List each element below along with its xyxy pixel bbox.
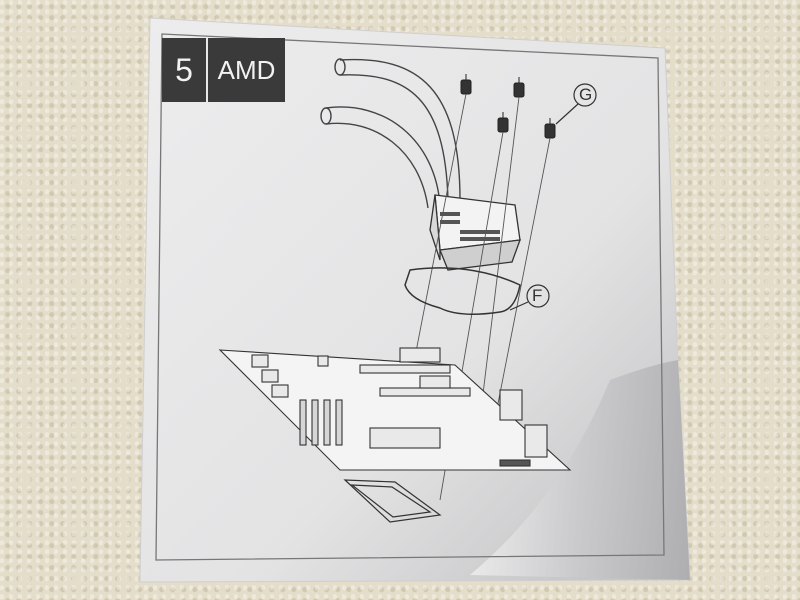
radiator-tubes bbox=[320, 58, 461, 209]
mounting-bracket bbox=[404, 267, 521, 315]
backplate bbox=[343, 479, 442, 523]
step-label-box: 5 AMD bbox=[162, 38, 285, 102]
step-title: AMD bbox=[208, 38, 285, 102]
step-number: 5 bbox=[162, 38, 208, 102]
callout-label-g: G bbox=[579, 85, 593, 104]
motherboard bbox=[218, 347, 572, 471]
paper-fold bbox=[470, 360, 690, 580]
callout-f bbox=[509, 284, 550, 311]
pump-block bbox=[429, 194, 521, 271]
callout-label-f: F bbox=[532, 286, 543, 305]
inner-border bbox=[155, 33, 665, 561]
callout-g bbox=[555, 83, 597, 125]
standoffs bbox=[460, 74, 556, 139]
